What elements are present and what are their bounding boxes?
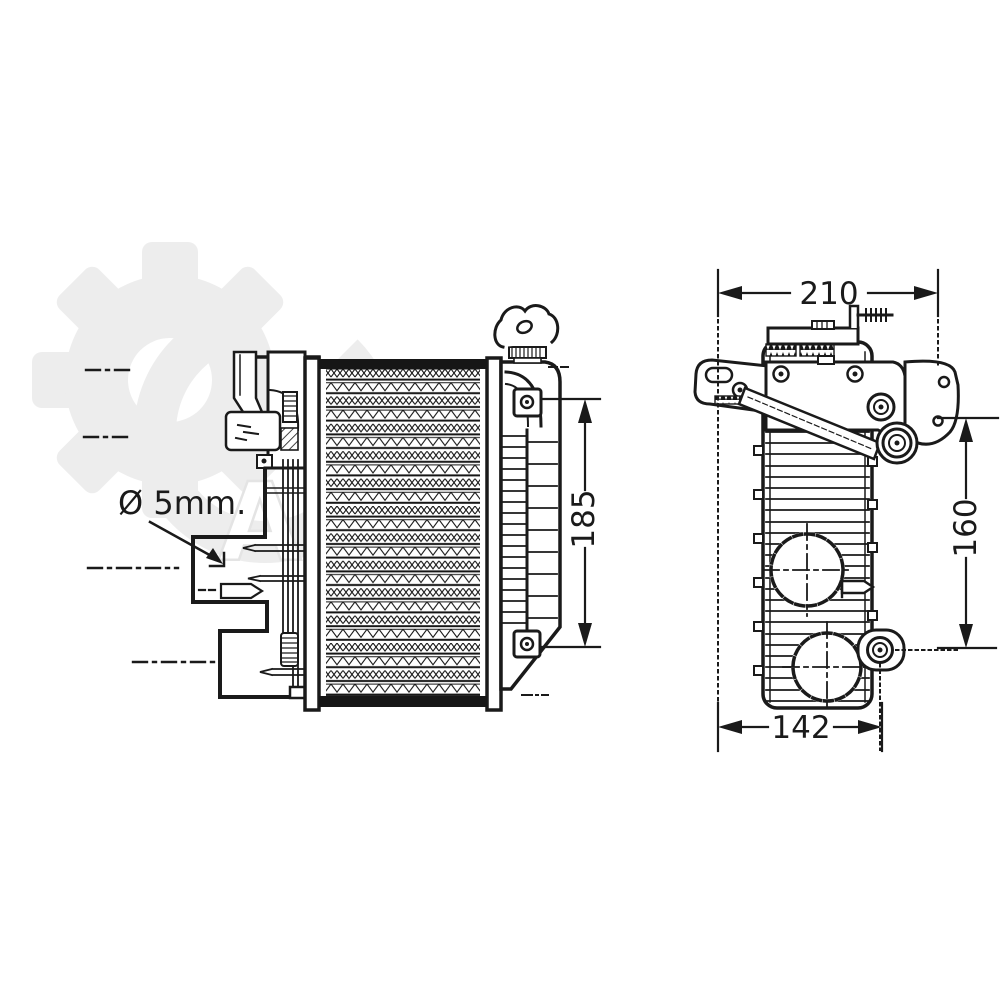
tank-elbow (504, 370, 543, 428)
dimension-142-label: 142 (771, 710, 830, 746)
tie-rod-1 (242, 543, 308, 553)
top-bracket-assembly (693, 304, 960, 465)
gear-watermark-icon (32, 242, 396, 563)
tie-rod-2 (247, 574, 308, 583)
dimension-160-label: 160 (948, 498, 984, 557)
side-view: 210 160 142 (693, 268, 1000, 753)
watermark-letter: A (218, 461, 302, 586)
tank-ribs-dense (500, 435, 528, 624)
core-right-plate (485, 356, 503, 712)
core-fins (318, 368, 488, 697)
core (303, 356, 503, 712)
bar-hook (848, 304, 860, 330)
tie-rod-3 (259, 667, 308, 677)
core-left-plate (303, 356, 321, 712)
top-left-bracket (224, 350, 319, 470)
edge-tabs (753, 445, 878, 676)
filler-cap (493, 304, 569, 368)
dimension-210: 210 (716, 268, 940, 751)
hole-diameter-label: Ø 5mm. (118, 484, 246, 522)
screw (856, 308, 894, 322)
tank-ribs-sparse (526, 441, 558, 619)
dimension-210-label: 210 (799, 276, 858, 312)
mount-tab-lower (856, 628, 959, 751)
dimension-160: 160 (936, 416, 1000, 650)
port-lower (782, 621, 880, 713)
tie-rods (197, 459, 320, 700)
core-top-header (319, 359, 487, 369)
diagonal-strap (737, 386, 882, 461)
top-bar (766, 326, 860, 346)
hatched-block (280, 427, 299, 451)
right-tank (499, 360, 562, 696)
ribbed-pad (811, 320, 835, 330)
bleed-pin (840, 579, 876, 595)
dimension-142: 142 (716, 701, 884, 753)
left-tank-outline (191, 460, 321, 699)
core-bottom-header (319, 696, 487, 707)
pointer-pin (219, 582, 265, 600)
leader-arrowhead (206, 548, 223, 564)
dimension-185-label: 185 (566, 489, 602, 548)
port-upper (762, 523, 876, 617)
threaded-stud (282, 391, 298, 423)
callout-hole-diameter: Ø 5mm. (118, 484, 246, 568)
front-view: Ø 5mm. 185 (82, 304, 602, 712)
dimension-185: 185 (538, 397, 602, 649)
centerline-leaders (82, 368, 218, 664)
watermark: A (32, 242, 396, 587)
bracket-plate (224, 410, 282, 452)
